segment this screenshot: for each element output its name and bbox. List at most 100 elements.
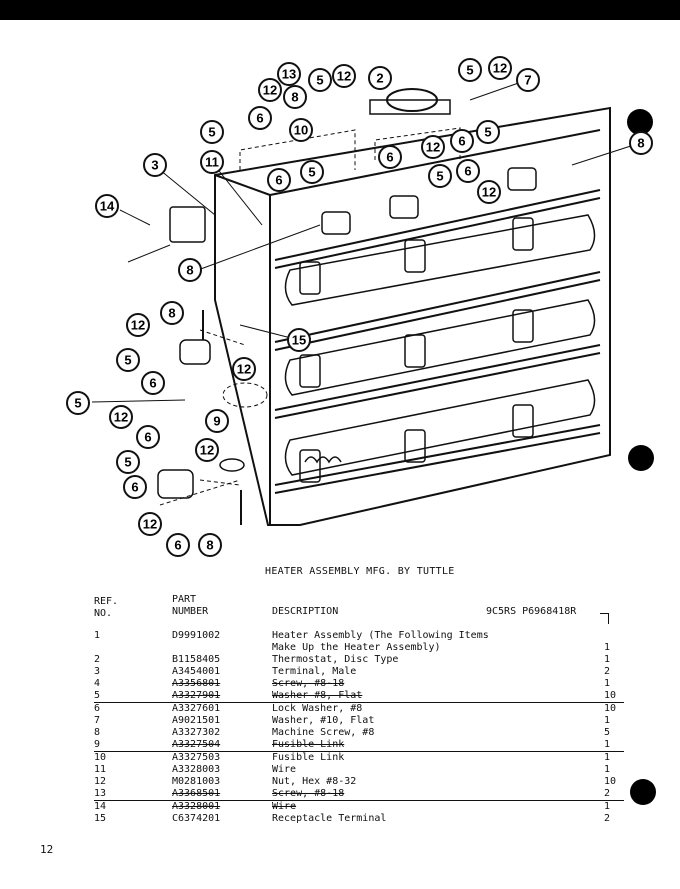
quantity-cell: 1 bbox=[604, 739, 624, 752]
callout-label: 3 bbox=[151, 158, 158, 173]
callout-9: 9 bbox=[205, 409, 229, 433]
callout-label: 5 bbox=[124, 353, 131, 368]
callout-5: 5 bbox=[116, 450, 140, 474]
ref-cell-text: 8 bbox=[94, 727, 101, 738]
quantity-cell: 1 bbox=[604, 751, 624, 764]
quantity-cell: 1 bbox=[604, 800, 624, 813]
callout-10: 10 bbox=[289, 118, 313, 142]
ref-cell-text: 4 bbox=[94, 678, 101, 689]
punch-hole-middle bbox=[628, 445, 654, 471]
part-number-cell: A3328003 bbox=[172, 764, 272, 776]
callout-label: 12 bbox=[143, 517, 157, 532]
description-header: DESCRIPTION bbox=[272, 606, 339, 617]
callout-5: 5 bbox=[308, 68, 332, 92]
part-header: PART NUMBER bbox=[172, 594, 208, 618]
callout-label: 8 bbox=[291, 90, 298, 105]
ref-cell: 7 bbox=[94, 715, 172, 727]
callout-label: 6 bbox=[174, 538, 181, 553]
description-cell: Fusible Link bbox=[272, 751, 604, 764]
quantity-cell bbox=[604, 630, 624, 642]
callout-label: 10 bbox=[294, 123, 308, 138]
punch-hole-top bbox=[627, 109, 653, 135]
top-scan-edge bbox=[0, 0, 680, 20]
callout-7: 7 bbox=[516, 68, 540, 92]
callout-15: 15 bbox=[287, 328, 311, 352]
ref-cell-text: 12 bbox=[94, 776, 107, 787]
quantity-cell-text: 10 bbox=[604, 776, 617, 787]
quantity-cell-text: 2 bbox=[604, 788, 611, 799]
description-cell: Fusible Link bbox=[272, 739, 604, 752]
part-number-cell-text: A3328003 bbox=[172, 764, 221, 775]
ref-cell: 6 bbox=[94, 702, 172, 715]
callout-label: 12 bbox=[482, 185, 496, 200]
callout-label: 5 bbox=[308, 165, 315, 180]
callout-label: 5 bbox=[436, 169, 443, 184]
heater-rod-1 bbox=[274, 189, 601, 261]
callout-8: 8 bbox=[283, 85, 307, 109]
description-cell: Washer, #10, Flat bbox=[272, 715, 604, 727]
ref-cell: 4 bbox=[94, 678, 172, 690]
callout-label: 14 bbox=[100, 199, 115, 214]
ref-cell-text: 11 bbox=[94, 764, 107, 775]
ref-cell: 9 bbox=[94, 739, 172, 752]
quantity-cell: 1 bbox=[604, 764, 624, 776]
ref-cell-text: 3 bbox=[94, 666, 101, 677]
description-cell: Screw, #8-18 bbox=[272, 678, 604, 690]
description-cell: Heater Assembly (The Following Items bbox=[272, 630, 604, 642]
part-number-cell-text: A3454001 bbox=[172, 666, 221, 677]
description-cell: Washer #8, Flat bbox=[272, 690, 604, 703]
heater-assembly-diagram: 2355555555566666666678888891011121212121… bbox=[66, 56, 653, 557]
ref-cell-text: 5 bbox=[94, 690, 101, 701]
quantity-cell-text: 1 bbox=[604, 654, 611, 665]
ref-cell-text: 15 bbox=[94, 813, 107, 824]
part-number-cell-text: A3356801 bbox=[172, 678, 221, 689]
callout-label: 2 bbox=[376, 71, 383, 86]
callout-12: 12 bbox=[332, 64, 356, 88]
part-number-cell-text: A3328001 bbox=[172, 801, 221, 812]
callout-8: 8 bbox=[629, 131, 653, 155]
part-number-cell-text: A3327503 bbox=[172, 752, 221, 763]
ref-cell-text: 9 bbox=[94, 739, 101, 750]
ref-header-line2: NO. bbox=[94, 608, 113, 619]
table-row: 9 A3327504 Fusible Link 1 bbox=[94, 739, 624, 752]
ref-cell bbox=[94, 642, 172, 654]
punch-hole-bottom bbox=[630, 779, 656, 805]
ref-cell: 3 bbox=[94, 666, 172, 678]
quantity-cell: 1 bbox=[604, 642, 624, 654]
callout-label: 12 bbox=[200, 443, 214, 458]
ref-header: REF. NO. bbox=[94, 596, 118, 620]
model-header: 9C5RS P6968418R bbox=[486, 606, 577, 617]
callout-2: 2 bbox=[368, 66, 392, 90]
callout-label: 5 bbox=[74, 396, 81, 411]
callout-label: 6 bbox=[275, 173, 282, 188]
callout-13: 13 bbox=[277, 62, 301, 86]
description-cell-text: Washer #8, Flat bbox=[272, 690, 363, 701]
part-number-cell: C6374201 bbox=[172, 813, 272, 825]
description-cell-text: Make Up the Heater Assembly) bbox=[272, 642, 441, 653]
ref-cell-text: 2 bbox=[94, 654, 101, 665]
diagram-caption: HEATER ASSEMBLY MFG. BY TUTTLE bbox=[265, 566, 455, 577]
callout-12: 12 bbox=[232, 357, 256, 381]
part-number-cell-text: A3327504 bbox=[172, 739, 221, 750]
part-number-cell: A3327901 bbox=[172, 690, 272, 703]
description-cell: Wire bbox=[272, 764, 604, 776]
callout-label: 9 bbox=[213, 414, 220, 429]
heater-panel bbox=[214, 106, 611, 526]
callout-14: 14 bbox=[95, 194, 119, 218]
callout-label: 6 bbox=[144, 430, 151, 445]
part-number-cell: M0281003 bbox=[172, 776, 272, 788]
callout-11: 11 bbox=[200, 150, 224, 174]
callout-12: 12 bbox=[477, 180, 501, 204]
description-cell-text: Fusible Link bbox=[272, 739, 345, 750]
part-number-cell: A3327302 bbox=[172, 727, 272, 739]
heater-rod-2 bbox=[274, 271, 601, 343]
description-cell-text: Receptacle Terminal bbox=[272, 813, 387, 824]
callout-6: 6 bbox=[136, 425, 160, 449]
callout-label: 12 bbox=[263, 83, 277, 98]
quantity-cell: 2 bbox=[604, 666, 624, 678]
